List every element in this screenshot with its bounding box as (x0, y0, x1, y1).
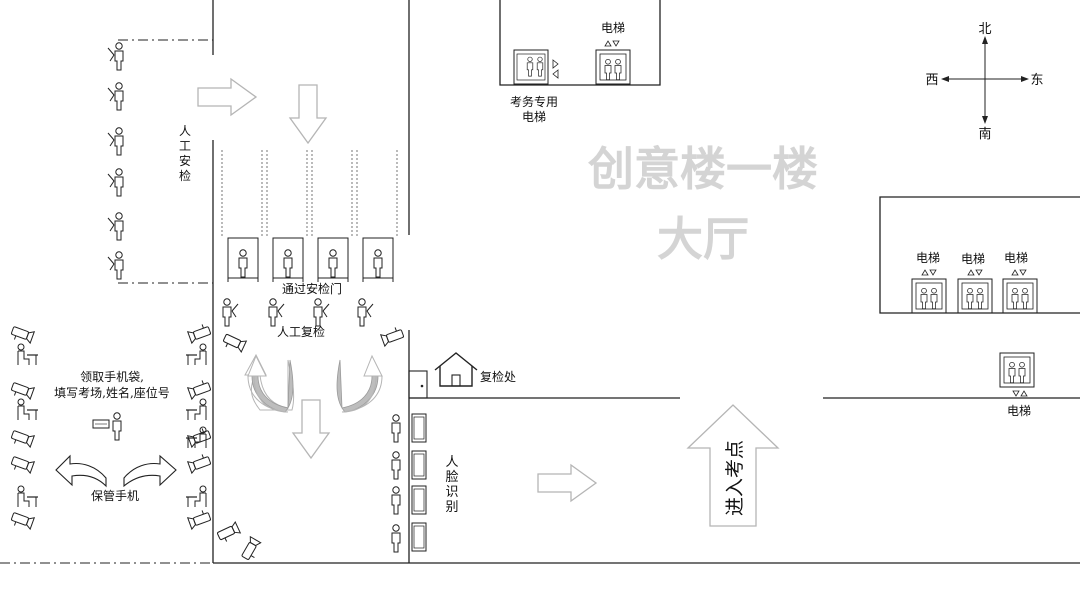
manual-security-label: 人 工 安 检 (179, 124, 191, 183)
compass-north: 北 (978, 22, 991, 37)
hall-title-line2: 大厅 (657, 212, 749, 266)
exam-elevator-caption-1: 考务专用 (510, 94, 558, 109)
elevator-bottom: 电梯 (1000, 353, 1034, 418)
elevator-bottom-label: 电梯 (1007, 404, 1031, 418)
enter-exam-arrow: 进入考点 (686, 404, 780, 527)
compass-east: 东 (1030, 73, 1043, 88)
hall-title-line1: 创意楼一楼 (588, 142, 818, 196)
flow-arrows (197, 78, 597, 502)
phone-bag-text-2: 填写考场,姓名,座位号 (54, 385, 170, 400)
recheck-guards (223, 299, 373, 326)
svg-text:别: 别 (445, 500, 458, 515)
dash-dot-boundaries (0, 39, 213, 564)
recheck-office-label: 复检处 (480, 369, 516, 384)
compass-west: 西 (925, 73, 938, 88)
svg-text:人: 人 (445, 455, 458, 470)
phone-bag-text-1: 领取手机袋, (80, 370, 144, 384)
compass-south: 南 (978, 126, 991, 142)
svg-text:工: 工 (179, 139, 191, 153)
gate-label: 通过安检门 (282, 281, 342, 296)
security-gates (228, 238, 393, 282)
exam-elevator: 电梯 考务专用 电梯 (510, 21, 630, 124)
compass: 北 南 西 东 (925, 22, 1043, 142)
elevator-bank-right: 电梯 电梯 电梯 (912, 251, 1037, 313)
security-lanes (221, 150, 398, 236)
svg-text:人: 人 (179, 124, 191, 138)
keep-phone-label: 保管手机 (91, 488, 139, 503)
cameras (9, 322, 406, 563)
elevator-label-1: 电梯 (916, 251, 940, 265)
phone-desks-left (17, 343, 39, 508)
face-recognition-label: 人 脸 识 别 (445, 455, 458, 515)
recheck-label: 人工复检 (277, 324, 325, 339)
elevator-label-2: 电梯 (961, 252, 985, 266)
svg-text:检: 检 (179, 168, 191, 183)
svg-text:识: 识 (445, 485, 458, 500)
recheck-office: 复检处 (408, 352, 516, 399)
phone-desks-right (185, 343, 207, 508)
queue-guards (108, 43, 123, 279)
u-turn-arrows (244, 353, 383, 413)
enter-exam-label: 进入考点 (724, 440, 746, 516)
walls (212, 0, 1080, 564)
phone-area-arrows (55, 454, 177, 488)
exam-elevator-label: 电梯 (601, 21, 625, 35)
svg-text:脸: 脸 (445, 470, 458, 485)
svg-text:安: 安 (179, 153, 191, 168)
exam-elevator-caption-2: 电梯 (522, 110, 546, 124)
staff-with-phone-bag (92, 412, 122, 441)
elevator-label-3: 电梯 (1004, 251, 1028, 265)
